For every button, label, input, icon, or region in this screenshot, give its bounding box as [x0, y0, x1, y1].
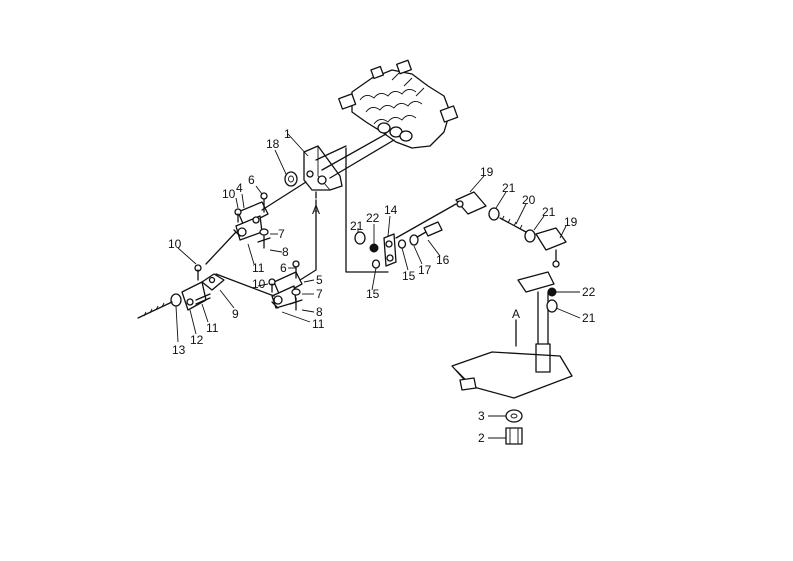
- bolt-2: [505, 427, 523, 445]
- base-plate: [451, 351, 573, 399]
- pin-10-left: [194, 264, 202, 281]
- callout-6-upper: 6: [248, 173, 255, 187]
- cotter-8-upper: [257, 235, 271, 249]
- callout-18: 18: [266, 137, 280, 151]
- washer-22-right: [547, 287, 557, 297]
- callout-12: 12: [190, 333, 204, 347]
- callout-17: 17: [418, 263, 432, 277]
- callout-8-lower: 8: [316, 305, 323, 319]
- callout-14: 14: [384, 203, 398, 217]
- pin-10-upper: [234, 208, 242, 223]
- callout-1: 1: [284, 127, 291, 141]
- callout-7-lower: 7: [316, 287, 323, 301]
- washer-22-center: [369, 243, 379, 253]
- leader-lines: [175, 133, 581, 439]
- lever-arm-right: [517, 271, 555, 373]
- rod-diagonal-left: [205, 231, 237, 265]
- control-valve-block: [338, 59, 459, 149]
- callout-7-upper: 7: [278, 227, 285, 241]
- threaded-rod-left: [137, 301, 173, 319]
- washer-3: [505, 409, 523, 423]
- rod-upper: [261, 181, 307, 211]
- callout-22-right: 22: [582, 285, 596, 299]
- callout-8-upper: 8: [282, 245, 289, 259]
- rod-center-vertical: [345, 147, 389, 273]
- callout-a-right: A: [512, 307, 520, 321]
- callout-19-right: 19: [564, 215, 578, 229]
- callout-15-lower: 15: [366, 287, 380, 301]
- callout-11-lower: 11: [312, 317, 325, 331]
- link-9: [201, 273, 225, 291]
- bracket-1: [303, 133, 395, 191]
- callout-21-right-b: 21: [542, 205, 556, 219]
- rod-lower-cross: [215, 273, 275, 297]
- callout-3: 3: [478, 409, 485, 423]
- callout-21-center: 21: [350, 219, 364, 233]
- turnbuckle-20: [499, 215, 527, 233]
- washer-7-upper: [259, 228, 269, 236]
- callout-22-center: 22: [366, 211, 380, 225]
- pin-6-upper: [260, 192, 268, 213]
- callout-6-lower: 6: [280, 261, 287, 275]
- callout-labels: 1 18 A 6 4 10 7 8 11 10 6 5 10 7 8 11 9 …: [168, 127, 596, 445]
- callout-21-right-c: 21: [582, 311, 596, 325]
- callout-21-right-a: 21: [502, 181, 516, 195]
- nut-13: [170, 293, 182, 307]
- callout-4: 4: [236, 181, 243, 195]
- washer-17: [409, 234, 419, 246]
- callout-10-lower: 10: [252, 277, 266, 291]
- callout-19-left: 19: [480, 165, 494, 179]
- cotter-11-left: [195, 293, 211, 305]
- nut-21-right-b: [524, 229, 536, 243]
- callout-11-upper: 11: [252, 261, 265, 275]
- nut-21-right-a: [488, 207, 500, 221]
- rod-end-19-left: [455, 191, 487, 215]
- rod-lower: [299, 199, 317, 281]
- rod-end-19-right: [535, 227, 567, 268]
- nut-18: [284, 171, 298, 187]
- callout-5: 5: [316, 273, 323, 287]
- callout-15-right: 15: [402, 269, 416, 283]
- rod-center-upper: [395, 203, 457, 239]
- pin-10-lower: [268, 278, 276, 293]
- bellcrank-14: [383, 233, 397, 267]
- washer-15-right: [397, 239, 407, 249]
- washer-7-lower: [291, 288, 301, 296]
- callout-2: 2: [478, 431, 485, 445]
- callout-16: 16: [436, 253, 450, 267]
- callout-10-left: 10: [168, 237, 182, 251]
- callout-11-left: 11: [206, 321, 219, 335]
- clevis-12: [181, 281, 207, 311]
- callout-13: 13: [172, 343, 186, 357]
- callout-a-left: A: [312, 203, 320, 217]
- yoke-5: [271, 271, 303, 309]
- washer-15-lower: [371, 259, 381, 269]
- nut-21-right-c: [546, 299, 558, 313]
- cotter-8-lower: [289, 297, 303, 311]
- callout-20: 20: [522, 193, 536, 207]
- nut-21-center: [354, 231, 366, 245]
- pin-6-lower: [292, 260, 300, 279]
- callout-10-upper: 10: [222, 187, 236, 201]
- callout-9: 9: [232, 307, 239, 321]
